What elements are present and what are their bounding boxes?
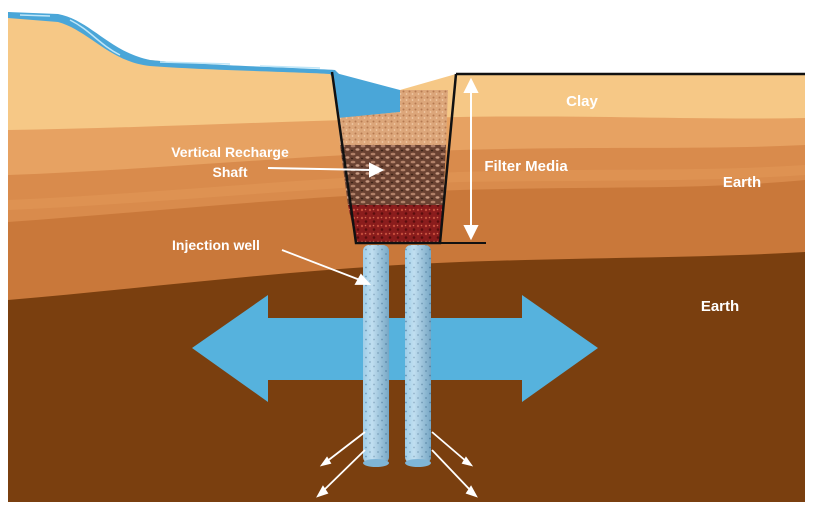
earth-upper-label: Earth <box>723 174 761 191</box>
injection-well-pointer <box>281 249 372 285</box>
water-ripples <box>19 14 381 97</box>
shaft-sand-top <box>338 90 448 145</box>
injection-well-label: Injection well <box>172 237 260 253</box>
shaft-coarse-layer <box>348 205 443 243</box>
shaft-label-line2: Shaft <box>213 164 248 180</box>
clay-band-highlight <box>8 165 805 210</box>
shaft-gravel-layer <box>340 145 446 205</box>
shaft-label-pointer <box>267 162 385 178</box>
filter-media-dimension <box>463 77 479 241</box>
shaft-label-line1: Vertical Recharge <box>171 144 289 160</box>
injection-well-left <box>363 245 389 467</box>
outflow-arrows <box>316 431 478 498</box>
shaft-water <box>332 72 400 118</box>
filter-media-label: Filter Media <box>484 158 568 175</box>
earth-lower-label: Earth <box>701 298 739 315</box>
clay-label: Clay <box>566 93 598 110</box>
lateral-flow-arrow <box>192 295 598 402</box>
injection-well-right <box>405 245 431 467</box>
sky <box>0 0 813 96</box>
